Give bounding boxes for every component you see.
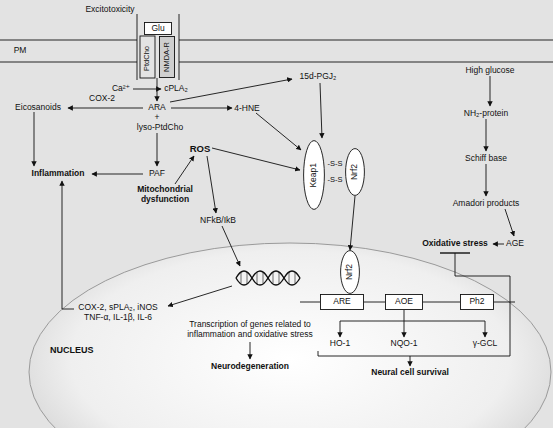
membrane-line [0, 40, 553, 41]
gene-label: NQO-1 [334, 339, 474, 349]
metabolite-label: lyso-PtdCho [90, 123, 230, 133]
gene-list: COX-2, sPLA₂, iNOS TNF-α, IL-1β, IL-6 [70, 303, 166, 323]
process-label: Oxidative stress [385, 239, 525, 249]
outcome-label: Neurodegeneration [180, 362, 320, 372]
arrow [168, 286, 232, 306]
arrow [410, 356, 411, 366]
element-box: AOE [385, 294, 423, 310]
arrow [170, 79, 292, 102]
arrow [175, 156, 194, 184]
channel-wall [137, 14, 138, 80]
metabolite-label: AGE [445, 239, 553, 249]
arrow [157, 133, 158, 166]
metabolite-label: PAF [87, 169, 227, 179]
arrow [493, 244, 504, 245]
stimulus-label: High glucose [420, 66, 553, 76]
box-shape [461, 295, 494, 310]
bond-label: -S-S [265, 160, 405, 169]
ellipse-shape [304, 141, 325, 210]
outcome-label: Neural cell survival [340, 368, 480, 378]
metabolite-label: Eicosanoids [0, 103, 108, 113]
process-label: Inflammation [0, 169, 128, 179]
arrow [404, 321, 405, 337]
connector-arrow [350, 196, 355, 250]
node-text: Nrf2 [345, 264, 354, 280]
metabolite-label: 4-HNE [177, 104, 317, 114]
protein-ellipse: Keap1 [303, 140, 325, 210]
gene-label: HO-1 [270, 339, 410, 349]
arrow [212, 148, 300, 170]
arrow [92, 174, 143, 175]
arrow [320, 83, 322, 138]
metabolite-label: Schiff base [416, 154, 553, 164]
ligand-box: Glu [144, 22, 172, 35]
box-shape [386, 295, 423, 310]
arrow [340, 321, 341, 337]
protein-ellipse: Nrf2 [340, 250, 360, 294]
node-text: AOE [395, 297, 413, 306]
arrow [171, 108, 232, 109]
arrow [207, 156, 216, 213]
stimulus-label: Excitotoxicity [40, 5, 180, 15]
metabolite-label: Amadori products [416, 199, 553, 209]
arrow [222, 226, 240, 266]
factor-label: NFkB/IkB [148, 216, 288, 226]
enzyme-label: cPLA₂ [106, 84, 246, 94]
process-note: Transcription of genes related to inflam… [175, 320, 325, 340]
membrane-line [0, 62, 553, 63]
protein-ellipse: Nrf2 [345, 148, 365, 196]
metabolite-label: NH₂-protein [416, 109, 553, 119]
process-label: Mitochondrial dysfunction [125, 185, 205, 205]
node-text: NMDA-R [163, 42, 171, 72]
arrow [157, 78, 158, 101]
lipid-label: PtdCho [141, 38, 154, 78]
node-text: Glu [151, 24, 164, 33]
node-text: Keap1 [309, 163, 318, 188]
arrow [486, 164, 487, 196]
arrow [486, 119, 487, 151]
arrow [250, 342, 251, 359]
plus-sign: + [87, 113, 227, 123]
nucleus-shape [29, 243, 551, 428]
box-shape [321, 295, 364, 310]
node-text: Ph2 [469, 297, 484, 306]
branch-line [340, 310, 485, 321]
dna-rungs [241, 272, 295, 284]
process-label: ROS [130, 144, 270, 155]
membrane-label: PM [0, 46, 90, 56]
element-box: ARE [320, 294, 364, 310]
dna-helix [236, 271, 300, 285]
ellipse-shape [341, 251, 360, 294]
bond-label: -S-S [265, 176, 405, 185]
node-text: ARE [333, 297, 350, 306]
dna-strand [300, 302, 515, 303]
box-shape [145, 23, 172, 35]
element-box: Ph2 [460, 294, 494, 310]
arrow [133, 89, 161, 90]
node-text: NUCLEUS [50, 346, 94, 356]
arrow [62, 181, 74, 309]
receptor-box: NMDA-R [159, 36, 175, 78]
dna-helix [236, 271, 300, 285]
node-text: Nrf2 [350, 164, 359, 180]
ellipse-shape [346, 149, 365, 196]
metabolite-label: ARA [87, 103, 227, 113]
inhibition-bar [440, 252, 470, 253]
arrow [505, 209, 514, 236]
arrow [68, 108, 143, 109]
arrow [490, 76, 491, 106]
channel-wall [179, 14, 180, 80]
gene-label: γ-GCL [415, 339, 553, 349]
arrow [34, 112, 35, 166]
box-shape [160, 37, 175, 78]
metabolite-label: 15d-PGJ₂ [248, 72, 388, 82]
lipid-pillar [140, 36, 155, 78]
arrow [485, 321, 486, 337]
arrow [256, 113, 301, 150]
